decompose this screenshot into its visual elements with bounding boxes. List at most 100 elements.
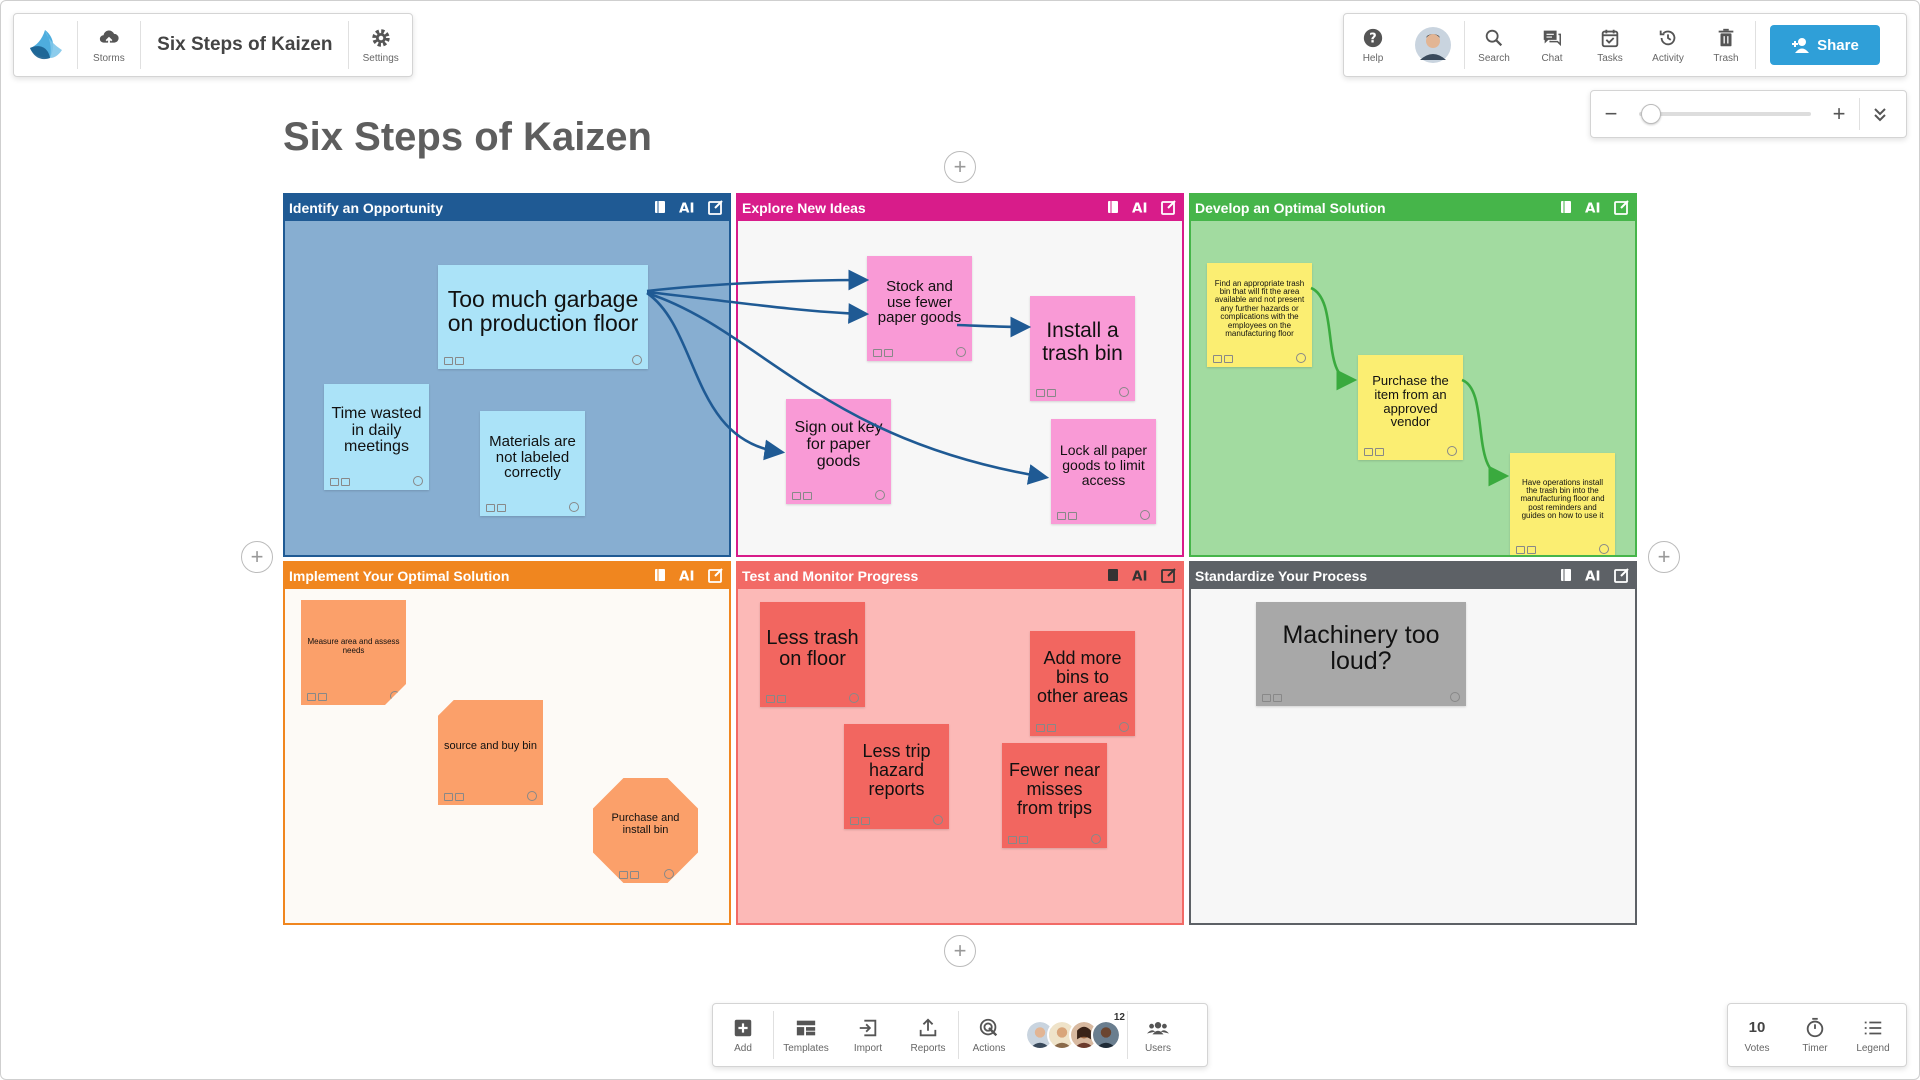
note-comment-icon[interactable]: [873, 349, 893, 357]
note-comment-icon[interactable]: [792, 492, 812, 500]
note-check-icon[interactable]: [1119, 387, 1129, 397]
note-check-icon[interactable]: [875, 490, 885, 500]
zoom-slider-handle[interactable]: [1640, 104, 1661, 124]
section-standardize-process[interactable]: Standardize Your Process AI Machinery to…: [1189, 561, 1637, 925]
sticky-note[interactable]: Have operations install the trash bin in…: [1510, 453, 1615, 555]
note-check-icon[interactable]: [569, 502, 579, 512]
sticky-note[interactable]: Purchase the item from an approved vendo…: [1358, 355, 1463, 460]
collapse-chevron-icon[interactable]: [1860, 91, 1900, 137]
note-comment-icon[interactable]: [1262, 694, 1282, 702]
section-test-monitor[interactable]: Test and Monitor Progress AI Less trash …: [736, 561, 1184, 925]
sticky-note[interactable]: Purchase and install bin: [593, 778, 698, 883]
note-comment-icon[interactable]: [1213, 355, 1233, 363]
reports-button[interactable]: Reports: [898, 1004, 958, 1066]
note-check-icon[interactable]: [1450, 692, 1460, 702]
zoom-in-button[interactable]: +: [1832, 101, 1846, 126]
sticky-note[interactable]: source and buy bin: [438, 700, 543, 805]
sticky-note[interactable]: Lock all paper goods to limit access: [1051, 419, 1156, 524]
bookmark-icon[interactable]: [1104, 198, 1122, 216]
tasks-button[interactable]: Tasks: [1581, 14, 1639, 76]
sticky-note[interactable]: Machinery too loud?: [1256, 602, 1466, 706]
note-comment-icon[interactable]: [1036, 724, 1056, 732]
bookmark-icon[interactable]: [1557, 198, 1575, 216]
note-comment-icon[interactable]: [619, 871, 639, 879]
ai-icon[interactable]: AI: [1585, 198, 1603, 216]
ai-icon[interactable]: AI: [1585, 566, 1603, 584]
note-comment-icon[interactable]: [444, 793, 464, 801]
share-button[interactable]: Share: [1770, 25, 1880, 65]
add-button[interactable]: Add: [713, 1004, 773, 1066]
sticky-note[interactable]: Sign out key for paper goods: [786, 399, 891, 504]
note-check-icon[interactable]: [1091, 834, 1101, 844]
note-comment-icon[interactable]: [486, 504, 506, 512]
section-identify-opportunity[interactable]: Identify an Opportunity AI Too much garb…: [283, 193, 731, 557]
edit-icon[interactable]: [707, 566, 725, 584]
sticky-note[interactable]: Add more bins to other areas: [1030, 631, 1135, 736]
users-button[interactable]: Users: [1128, 1004, 1188, 1066]
sticky-note[interactable]: Measure area and assess needs: [301, 600, 406, 705]
add-column-left-button[interactable]: +: [241, 541, 273, 573]
ai-icon[interactable]: AI: [679, 566, 697, 584]
ai-icon[interactable]: AI: [1132, 198, 1150, 216]
import-button[interactable]: Import: [838, 1004, 898, 1066]
sticky-note[interactable]: Materials are not labeled correctly: [480, 411, 585, 516]
edit-icon[interactable]: [707, 198, 725, 216]
bookmark-icon[interactable]: [1104, 566, 1122, 584]
votes-button[interactable]: 10 Votes: [1728, 1004, 1786, 1066]
zoom-out-button[interactable]: −: [1604, 101, 1618, 126]
bookmark-icon[interactable]: [1557, 566, 1575, 584]
sticky-note[interactable]: Too much garbage on production floor: [438, 265, 648, 369]
note-check-icon[interactable]: [413, 476, 423, 486]
note-comment-icon[interactable]: [1008, 836, 1028, 844]
ai-icon[interactable]: AI: [679, 198, 697, 216]
note-comment-icon[interactable]: [330, 478, 350, 486]
logo-icon[interactable]: [14, 14, 77, 76]
note-comment-icon[interactable]: [444, 357, 464, 365]
board-title[interactable]: Six Steps of Kaizen: [157, 34, 333, 55]
note-check-icon[interactable]: [1140, 510, 1150, 520]
note-check-icon[interactable]: [1119, 722, 1129, 732]
user-avatar[interactable]: [1402, 14, 1464, 76]
note-check-icon[interactable]: [632, 355, 642, 365]
add-column-right-button[interactable]: +: [1648, 541, 1680, 573]
add-row-bottom-button[interactable]: +: [944, 935, 976, 967]
edit-icon[interactable]: [1613, 198, 1631, 216]
section-implement-solution[interactable]: Implement Your Optimal Solution AI Measu…: [283, 561, 731, 925]
active-users[interactable]: 12: [1019, 1004, 1127, 1066]
sticky-note[interactable]: Less trip hazard reports: [844, 724, 949, 829]
note-comment-icon[interactable]: [766, 695, 786, 703]
storms-button[interactable]: Storms: [78, 14, 141, 76]
note-check-icon[interactable]: [390, 691, 400, 701]
edit-icon[interactable]: [1613, 566, 1631, 584]
section-develop-solution[interactable]: Develop an Optimal Solution AI Find an a…: [1189, 193, 1637, 557]
activity-button[interactable]: Activity: [1639, 14, 1697, 76]
note-check-icon[interactable]: [956, 347, 966, 357]
note-check-icon[interactable]: [1296, 353, 1306, 363]
note-check-icon[interactable]: [933, 815, 943, 825]
note-comment-icon[interactable]: [1057, 512, 1077, 520]
bookmark-icon[interactable]: [651, 198, 669, 216]
trash-button[interactable]: Trash: [1697, 14, 1755, 76]
help-button[interactable]: ? Help: [1344, 14, 1402, 76]
note-check-icon[interactable]: [1599, 544, 1609, 554]
settings-button[interactable]: Settings: [349, 14, 412, 76]
add-row-top-button[interactable]: +: [944, 151, 976, 183]
note-check-icon[interactable]: [1447, 446, 1457, 456]
zoom-slider[interactable]: [1639, 104, 1811, 124]
note-check-icon[interactable]: [527, 791, 537, 801]
note-comment-icon[interactable]: [1036, 389, 1056, 397]
section-explore-ideas[interactable]: Explore New Ideas AI Stock and use fewer…: [736, 193, 1184, 557]
legend-button[interactable]: Legend: [1844, 1004, 1902, 1066]
note-check-icon[interactable]: [664, 869, 674, 879]
sticky-note[interactable]: Fewer near misses from trips: [1002, 743, 1107, 848]
actions-button[interactable]: Actions: [959, 1004, 1019, 1066]
edit-icon[interactable]: [1160, 566, 1178, 584]
sticky-note[interactable]: Stock and use fewer paper goods: [867, 256, 972, 361]
sticky-note[interactable]: Less trash on floor: [760, 602, 865, 707]
edit-icon[interactable]: [1160, 198, 1178, 216]
sticky-note[interactable]: Install a trash bin: [1030, 296, 1135, 401]
note-comment-icon[interactable]: [1364, 448, 1384, 456]
bookmark-icon[interactable]: [651, 566, 669, 584]
ai-icon[interactable]: AI: [1132, 566, 1150, 584]
sticky-note[interactable]: Time wasted in daily meetings: [324, 384, 429, 490]
